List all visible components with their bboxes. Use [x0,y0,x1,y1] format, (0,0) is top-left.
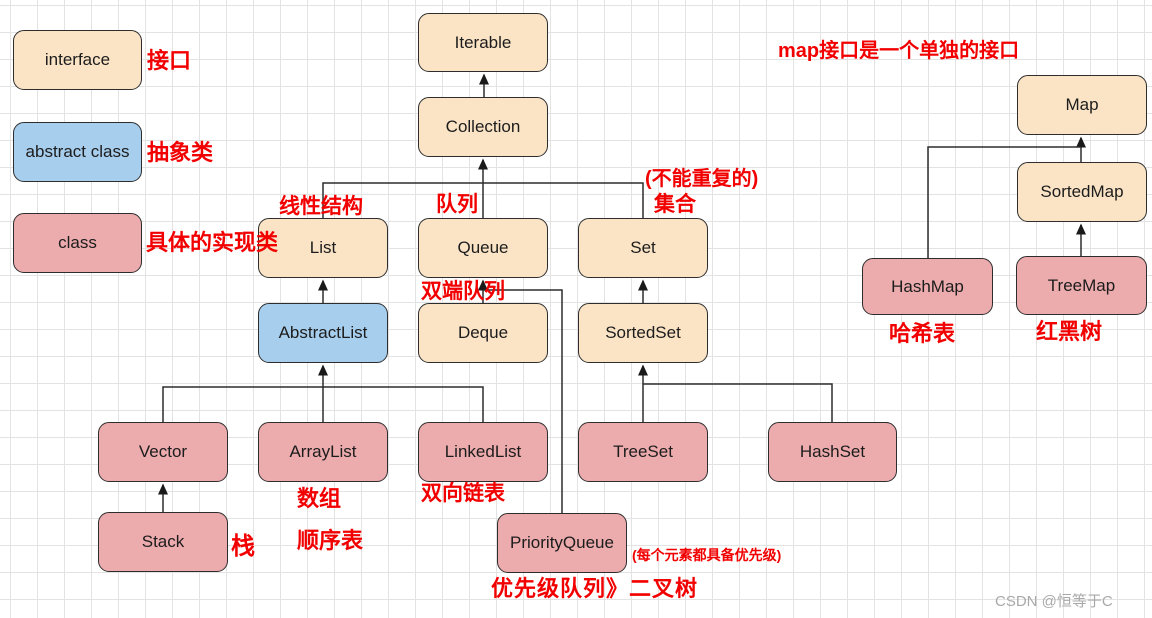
legend-interface-box: interface [13,30,142,90]
annotation-stack: 栈 [231,533,255,560]
annotation-map-interface: map接口是一个单独的接口 [778,40,1020,62]
node-label: Map [1065,95,1099,114]
node-iterable: Iterable [418,13,548,72]
node-label: HashMap [891,276,964,296]
node-sortedmap: SortedMap [1017,162,1147,222]
annotation-interface: 接口 [147,48,192,73]
node-set: Set [578,218,708,278]
node-label: TreeSet [613,442,673,461]
node-hashset: HashSet [768,422,897,482]
node-label: Deque [457,323,509,342]
node-label: ArrayList [289,442,357,461]
node-queue: Queue [418,218,548,278]
node-hashmap: HashMap [862,258,993,315]
legend-class-label: class [58,233,97,252]
node-label: Stack [141,532,185,551]
node-vector: Vector [98,422,228,482]
annotation-set-unique: (不能重复的) [645,168,759,190]
node-linkedlist: LinkedList [418,422,548,482]
node-treeset: TreeSet [578,422,708,482]
annotation-priority-detail: (每个元素都具备优先级) [632,547,782,563]
node-label: List [309,238,337,257]
node-sortedset: SortedSet [578,303,708,363]
node-label: PriorityQueue [510,533,614,552]
annotation-linear-structure: 线性结构 [279,195,363,218]
annotation-priority-queue: 优先级队列》二叉树 [491,576,699,601]
node-priorityqueue: PriorityQueue [497,513,627,573]
legend-abstract-class-box: abstract class [13,122,142,182]
annotation-queue: 队列 [436,193,478,216]
legend-class-box: class [13,213,142,273]
node-list: List [258,218,388,278]
node-label: Iterable [454,32,512,52]
node-label: LinkedList [444,442,522,461]
legend-interface-label: interface [44,50,111,69]
annotation-class: 具体的实现类 [146,230,279,255]
node-collection: Collection [418,97,548,157]
node-label: TreeMap [1047,275,1116,295]
annotation-hashmap: 哈希表 [889,321,956,346]
node-label: HashSet [799,442,866,461]
annotation-array: 数组 [297,486,342,511]
node-label: Set [630,238,656,257]
annotation-deque: 双端队列 [421,280,505,303]
node-label: Queue [457,238,509,257]
node-label: AbstractList [278,323,368,342]
node-label: Collection [445,117,521,136]
legend-abstract-class-label: abstract class [25,142,130,161]
node-label: SortedMap [1040,182,1124,201]
annotation-sequence-list: 顺序表 [297,528,364,553]
node-label: Vector [138,442,188,461]
annotation-set: 集合 [654,193,696,216]
csdn-watermark: CSDN @恒等于C [995,593,1113,610]
node-treemap: TreeMap [1016,256,1147,315]
annotation-doubly-linked-list: 双向链表 [421,482,505,505]
annotation-treemap: 红黑树 [1036,319,1103,344]
node-stack: Stack [98,512,228,572]
node-abstractlist: AbstractList [258,303,388,363]
annotation-abstract-class: 抽象类 [147,140,214,165]
node-deque: Deque [418,303,548,363]
node-map: Map [1017,75,1147,135]
node-label: SortedSet [605,323,681,342]
node-arraylist: ArrayList [258,422,388,482]
